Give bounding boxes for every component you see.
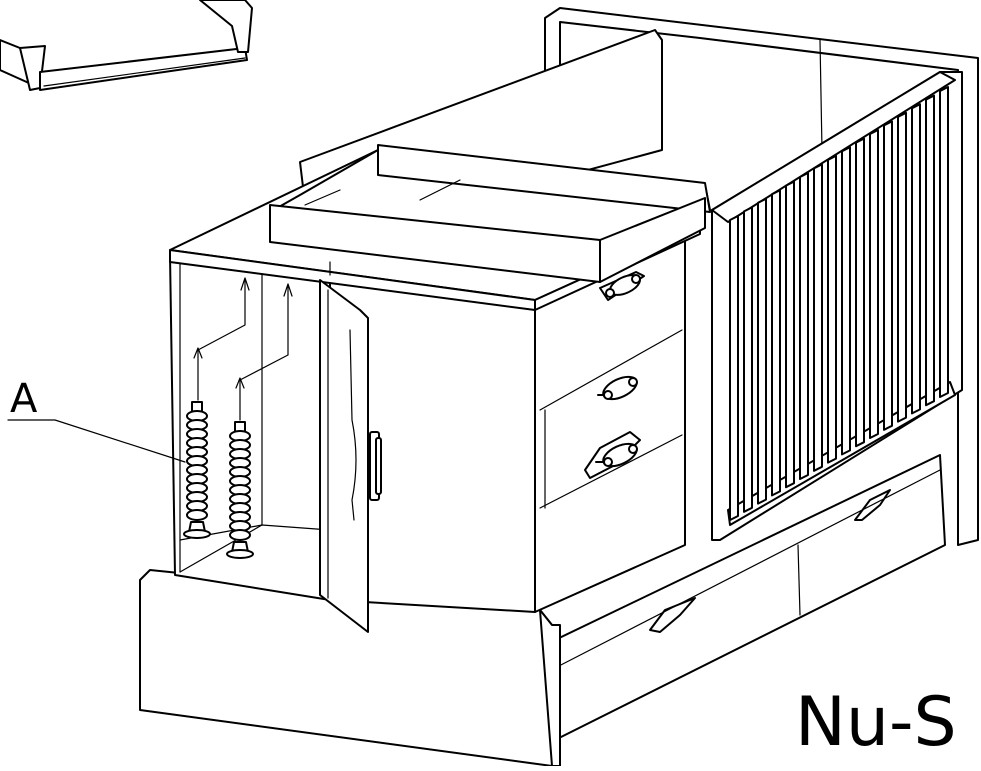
mounting-dowel-right xyxy=(226,421,254,559)
crib-slat xyxy=(799,172,809,480)
cabinet-door xyxy=(319,279,369,633)
crib-slat xyxy=(841,146,851,456)
connector-plate-lower xyxy=(595,442,638,468)
detached-changing-top xyxy=(0,0,253,91)
front-plinth xyxy=(139,569,561,767)
crib-slat xyxy=(757,197,767,505)
part-label-a: A xyxy=(10,376,38,422)
door-handle xyxy=(369,431,382,501)
insertion-arrows xyxy=(193,277,293,421)
mounting-dowel-left xyxy=(183,401,211,539)
crib-slat xyxy=(869,129,879,439)
crib-slat xyxy=(729,215,739,521)
footer-text: Nu-S xyxy=(795,683,957,762)
crib-slat xyxy=(925,94,935,407)
crib-slat xyxy=(939,86,949,398)
crib-slat xyxy=(897,111,907,423)
crib-slat xyxy=(911,103,921,415)
crib-slat xyxy=(743,206,753,513)
crib-slat xyxy=(785,180,795,489)
crib-slat xyxy=(855,137,865,448)
part-callout-a: A xyxy=(7,376,186,463)
dresser-body xyxy=(169,239,686,613)
crib-slat xyxy=(813,163,823,472)
crib-slat xyxy=(771,189,781,497)
crib-slat xyxy=(883,120,893,431)
changing-tray xyxy=(269,144,711,283)
connector-plate-top xyxy=(599,271,645,301)
crib-slat xyxy=(827,154,837,464)
crib-slats xyxy=(729,86,949,521)
connector-plate-middle xyxy=(597,375,638,401)
